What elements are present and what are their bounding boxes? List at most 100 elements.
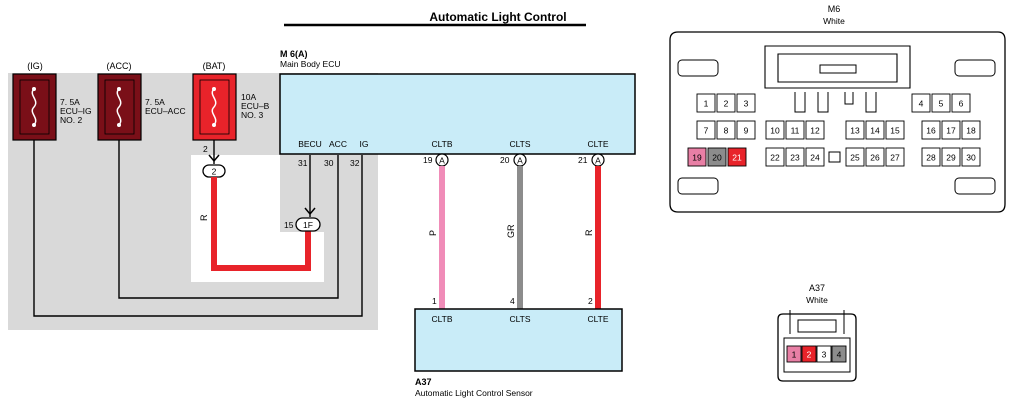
fuse-terminal-top [212,87,216,91]
connector-outline [669,31,1006,213]
connector-latch-top [764,45,911,89]
connector-pin: 21 [727,147,747,167]
sensor-box [414,308,623,372]
fuse-number: NO. 2 [60,115,82,125]
junction-connector-1f: 15 1F [284,217,321,232]
connector-pin: 9 [736,120,756,140]
connector-pin: 27 [885,147,905,167]
pin-number: 27 [890,153,900,163]
fuse-terminal-bottom [117,123,121,127]
pin-cavity [785,147,805,167]
pin-cavity [786,345,802,363]
pin-number: 17 [946,126,956,136]
pin-cavity [921,120,941,140]
fuse-rating: 7. 5A [145,97,165,107]
pin-number: 6 [959,99,964,109]
ecu-pin-number: 31 [298,158,308,168]
pin-number: 21 [732,153,742,163]
connector-pin: 26 [865,147,885,167]
pin-cavity [816,345,832,363]
pin-cavity [961,147,981,167]
arrow-icon [304,207,316,216]
connector-color: White [806,295,828,305]
connector-pin: 16 [921,120,941,140]
connector-pin: 30 [961,147,981,167]
main-body-ecu: M 6(A) Main Body ECU BECU ACC IG CLTB CL… [279,49,636,155]
pin-cavity [716,93,736,113]
wire-color-code: P [428,230,438,236]
pin-cavity [911,93,931,113]
pin-number: 20 [712,153,722,163]
fuse-name: ECU–B [241,101,270,111]
pin-number: 2 [807,350,812,360]
connector-color: White [823,16,845,26]
connector-letter: A [595,156,601,166]
pin-number: 26 [870,153,880,163]
sensor-ref: A37 [415,377,432,387]
fuse-rating: 10A [241,92,256,102]
fuse-ecu-ig: (IG) 7. 5A ECU–IG NO. 2 [12,61,92,141]
ecu-pin-label: CLTE [587,139,608,149]
connector-blank-cavity [828,151,841,163]
ecu-ref: M 6(A) [280,49,308,59]
connector-pin: 10 [765,120,785,140]
fuse-name: ECU–ACC [145,106,186,116]
connector-letter: A [517,156,523,166]
ecu-pin-number: 20 [500,155,510,165]
pin-cavity [716,120,736,140]
pin-cavity [941,147,961,167]
connector-inner [783,337,851,373]
connector-pin: 24 [805,147,825,167]
pin-number: 11 [791,126,800,136]
fuse-inner [199,79,230,135]
pin-number: 4 [837,350,842,360]
pin-number: 8 [724,126,729,136]
connector-pin: 23 [785,147,805,167]
light-control-sensor: CLTB CLTS CLTE A37 Automatic Light Contr… [414,308,623,398]
connector-letter: A [439,156,445,166]
pin-cavity [865,120,885,140]
fuse-name: ECU–IG [60,106,92,116]
wire-acc-black [118,140,339,299]
connector-pin: 29 [941,147,961,167]
connector-ref: A37 [809,283,825,293]
fuse-source-label: (IG) [27,61,43,71]
pin-cavity [831,345,847,363]
pin-number: 9 [744,126,749,136]
connector-pin: 12 [805,120,825,140]
connector-keys [794,92,877,113]
pin-cavity [801,345,817,363]
connector-pin: 18 [961,120,981,140]
junction-label: 1F [303,220,313,230]
fuse-source-label: (BAT) [203,61,226,71]
pin-cavity [696,93,716,113]
pin-number: 5 [939,99,944,109]
connector-pin: 5 [931,93,951,113]
arrow-icon [208,154,220,163]
ecu-pin-label: BECU [298,139,322,149]
pin-number: 15 [890,126,900,136]
ecu-connector-a-cltb: A [435,153,449,167]
connector-pin: 8 [716,120,736,140]
fuse-element-icon [31,88,37,126]
pin-cavity [941,120,961,140]
connector-pin: 2 [716,93,736,113]
pin-number: 3 [744,99,749,109]
pin-number: 28 [926,153,936,163]
pin-cavity [707,147,727,167]
ecu-pin-number: 30 [324,158,334,168]
pin-cavity [961,120,981,140]
connector-pin: 7 [696,120,716,140]
pin-cavity [845,120,865,140]
pin-cavity [865,147,885,167]
fuse-rating: 7. 5A [60,97,80,107]
sensor-pin-label: CLTE [587,314,608,324]
pin-number: 22 [770,153,780,163]
connector-pin: 1 [696,93,716,113]
ecu-pin-label: CLTS [509,139,530,149]
pin-number: 13 [850,126,860,136]
pin-number: 18 [966,126,976,136]
pin-cavity [921,147,941,167]
